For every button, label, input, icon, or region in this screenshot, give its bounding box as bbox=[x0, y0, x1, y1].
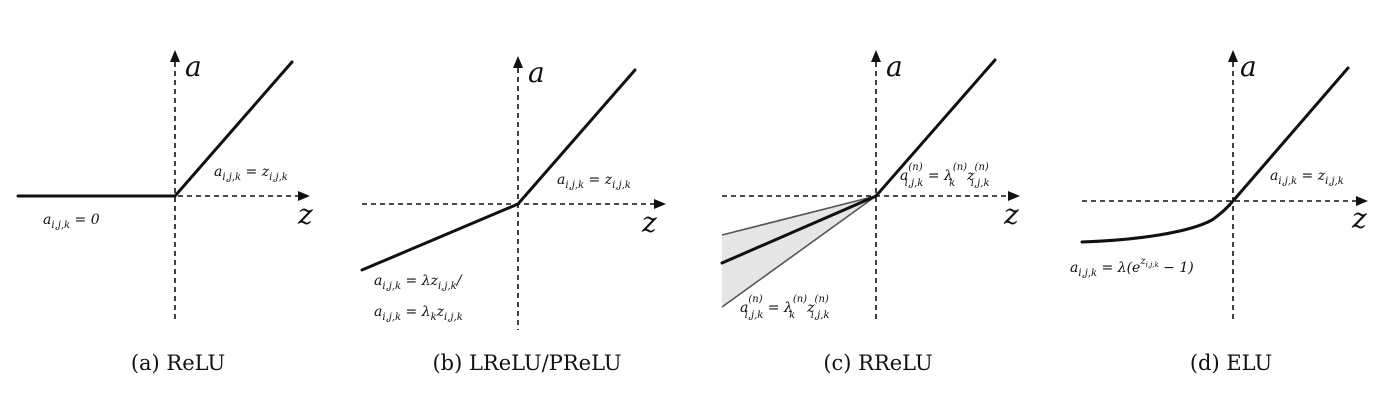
y-axis-label: a bbox=[528, 56, 545, 89]
caption: (b) LReLU/PReLU bbox=[432, 351, 621, 375]
x-axis-label: z bbox=[297, 198, 313, 231]
x-axis-arrow bbox=[298, 191, 310, 201]
rrelu-curve bbox=[720, 58, 997, 265]
formula-parametric: ai,j,k = λkzi,j,k bbox=[374, 304, 463, 323]
x-axis-arrow bbox=[1356, 196, 1368, 206]
y-axis-label: a bbox=[1240, 50, 1257, 83]
lower-slope-line bbox=[721, 195, 877, 308]
svg-text:ai,j,k = λkzi,j,k: ai,j,k = λkzi,j,k bbox=[374, 304, 463, 323]
y-axis-arrow bbox=[1228, 50, 1238, 62]
y-axis-label: a bbox=[185, 50, 202, 83]
svg-text:ai,j,k = λzi,j,k/: ai,j,k = λzi,j,k/ bbox=[374, 273, 463, 292]
svg-text:ai,j,k = λ(ezi,j,k − 1): ai,j,k = λ(ezi,j,k − 1) bbox=[1070, 256, 1194, 279]
y-axis-arrow bbox=[170, 50, 180, 62]
y-axis-label: a bbox=[886, 50, 903, 83]
panel-elu: a z ai,j,k = zi,j,k ai,j,k = λ(ezi,j,k −… bbox=[1070, 50, 1368, 375]
lrelu-curve bbox=[360, 68, 637, 272]
svg-text:ai,j,k = 0: ai,j,k = 0 bbox=[43, 212, 100, 231]
formula-positive: ai,j,k = zi,j,k bbox=[557, 172, 631, 191]
x-axis-arrow bbox=[1008, 191, 1020, 201]
formula-leaky: ai,j,k = λzi,j,k/ bbox=[374, 273, 463, 292]
x-axis-label: z bbox=[1003, 198, 1019, 231]
panel-relu: a z ai,j,k = 0 ai,j,k = zi,j,k (a) ReLU bbox=[16, 50, 313, 375]
formula-positive: ai,j,k = zi,j,k bbox=[214, 164, 288, 183]
caption: (c) RReLU bbox=[823, 351, 932, 375]
panel-lrelu-prelu: a z ai,j,k = zi,j,k ai,j,k = λzi,j,k/ ai… bbox=[360, 56, 666, 375]
caption: (a) ReLU bbox=[131, 351, 225, 375]
svg-text:ai,j,k = zi,j,k: ai,j,k = zi,j,k bbox=[557, 172, 631, 191]
elu-curve bbox=[1080, 66, 1350, 244]
x-axis-label: z bbox=[641, 206, 657, 239]
y-axis-arrow bbox=[513, 56, 523, 68]
y-axis-arrow bbox=[871, 50, 881, 62]
formula-positive: ai,j,k = zi,j,k bbox=[1270, 168, 1344, 187]
svg-text:a(n)i,j,k = λ(n)kz(n)i,j,k: a(n)i,j,k = λ(n)kz(n)i,j,k bbox=[900, 162, 990, 189]
svg-text:ai,j,k = zi,j,k: ai,j,k = zi,j,k bbox=[1270, 168, 1344, 187]
caption: (d) ELU bbox=[1190, 351, 1272, 375]
formula-negative: ai,j,k = 0 bbox=[43, 212, 100, 231]
svg-text:ai,j,k = zi,j,k: ai,j,k = zi,j,k bbox=[214, 164, 288, 183]
formula-negative: ai,j,k = λ(ezi,j,k − 1) bbox=[1070, 256, 1194, 279]
x-axis-label: z bbox=[1351, 202, 1367, 235]
svg-text:a(n)i,j,k = λ(n)kz(n)i,j,k: a(n)i,j,k = λ(n)kz(n)i,j,k bbox=[740, 294, 830, 321]
x-axis-arrow bbox=[654, 199, 666, 209]
upper-slope-line bbox=[721, 195, 877, 236]
relu-curve bbox=[16, 60, 294, 198]
